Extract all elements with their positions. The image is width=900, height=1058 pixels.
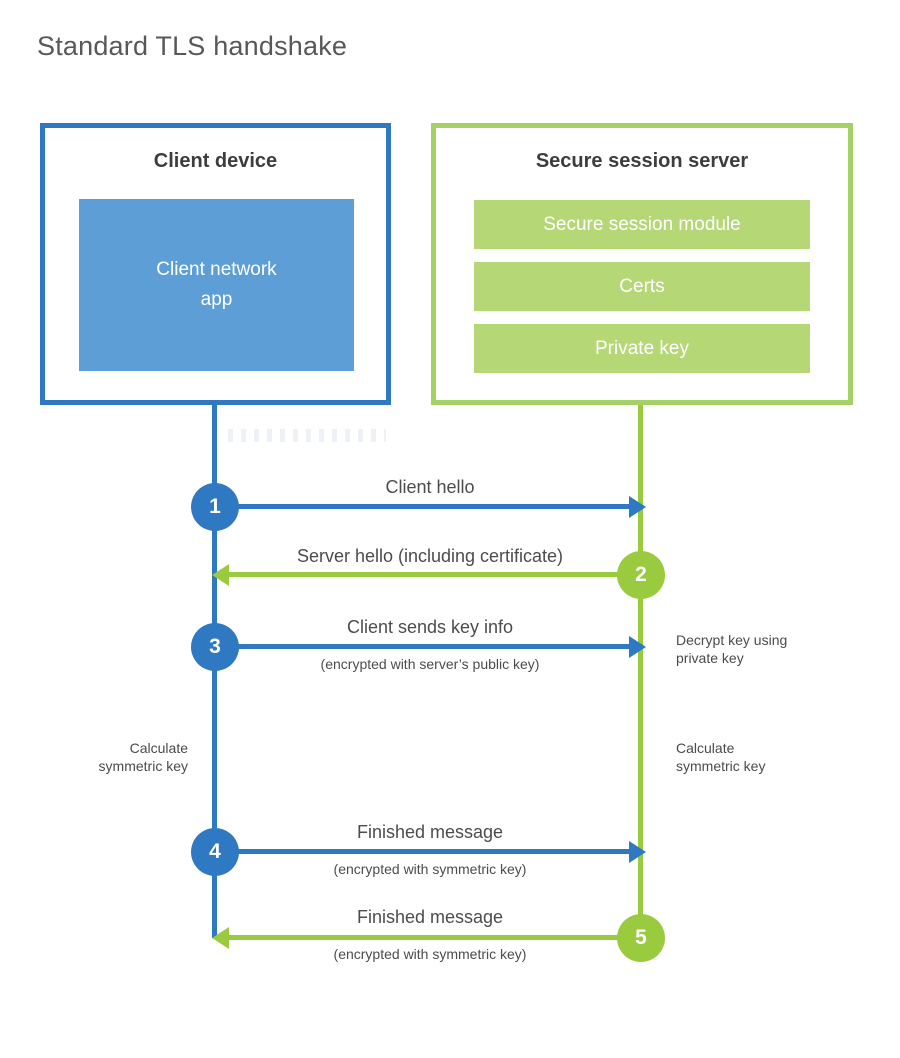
message-2-arrowhead-icon: [212, 564, 229, 586]
note-calc-right-line2: symmetric key: [676, 758, 766, 774]
note-calc-symmetric-right: Calculate symmetric key: [676, 739, 836, 775]
faint-dashes-artifact: [228, 429, 386, 442]
message-5-arrowhead-icon: [212, 927, 229, 949]
client-lifeline: [212, 405, 217, 938]
message-2-arrow-line: [229, 572, 641, 577]
message-5-arrow-line: [229, 935, 641, 940]
message-1-arrowhead-icon: [629, 496, 646, 518]
step-3-badge: 3: [191, 623, 239, 671]
page-title: Standard TLS handshake: [37, 31, 348, 61]
message-3-arrowhead-icon: [629, 636, 646, 658]
note-calc-left-line2: symmetric key: [98, 758, 188, 774]
client-device-title: Client device: [153, 150, 278, 172]
note-decrypt-key-line2: private key: [676, 650, 744, 666]
step-5-badge: 5: [617, 914, 665, 962]
message-3-label: Client sends key info: [346, 617, 514, 637]
note-calc-left-line1: Calculate: [129, 740, 188, 756]
message-5-sublabel: (encrypted with symmetric key): [333, 946, 527, 962]
step-1-badge: 1: [191, 483, 239, 531]
server-module-private-key: Private key: [474, 324, 810, 373]
client-network-app-block: Client network app: [79, 199, 354, 371]
server-lifeline: [638, 405, 643, 938]
server-module-certs: Certs: [474, 262, 810, 311]
secure-session-server-title: Secure session server: [535, 150, 749, 172]
message-2-label: Server hello (including certificate): [296, 546, 564, 566]
step-4-badge: 4: [191, 828, 239, 876]
message-3-arrow-line: [215, 644, 631, 649]
note-calc-symmetric-left: Calculate symmetric key: [28, 739, 188, 775]
message-1-label: Client hello: [385, 477, 475, 497]
message-4-arrow-line: [215, 849, 631, 854]
client-network-app-label: Client network app: [156, 259, 277, 310]
step-2-badge: 2: [617, 551, 665, 599]
message-1-arrow-line: [215, 504, 631, 509]
message-4-arrowhead-icon: [629, 841, 646, 863]
note-decrypt-key-line1: Decrypt key using: [676, 632, 788, 648]
server-module-secure-session: Secure session module: [474, 200, 810, 249]
note-decrypt-key: Decrypt key using private key: [676, 631, 836, 667]
message-4-sublabel: (encrypted with symmetric key): [333, 861, 527, 877]
message-5-label: Finished message: [356, 907, 504, 927]
message-4-label: Finished message: [356, 822, 504, 842]
note-calc-right-line1: Calculate: [676, 740, 735, 756]
message-3-sublabel: (encrypted with server’s public key): [320, 656, 540, 672]
